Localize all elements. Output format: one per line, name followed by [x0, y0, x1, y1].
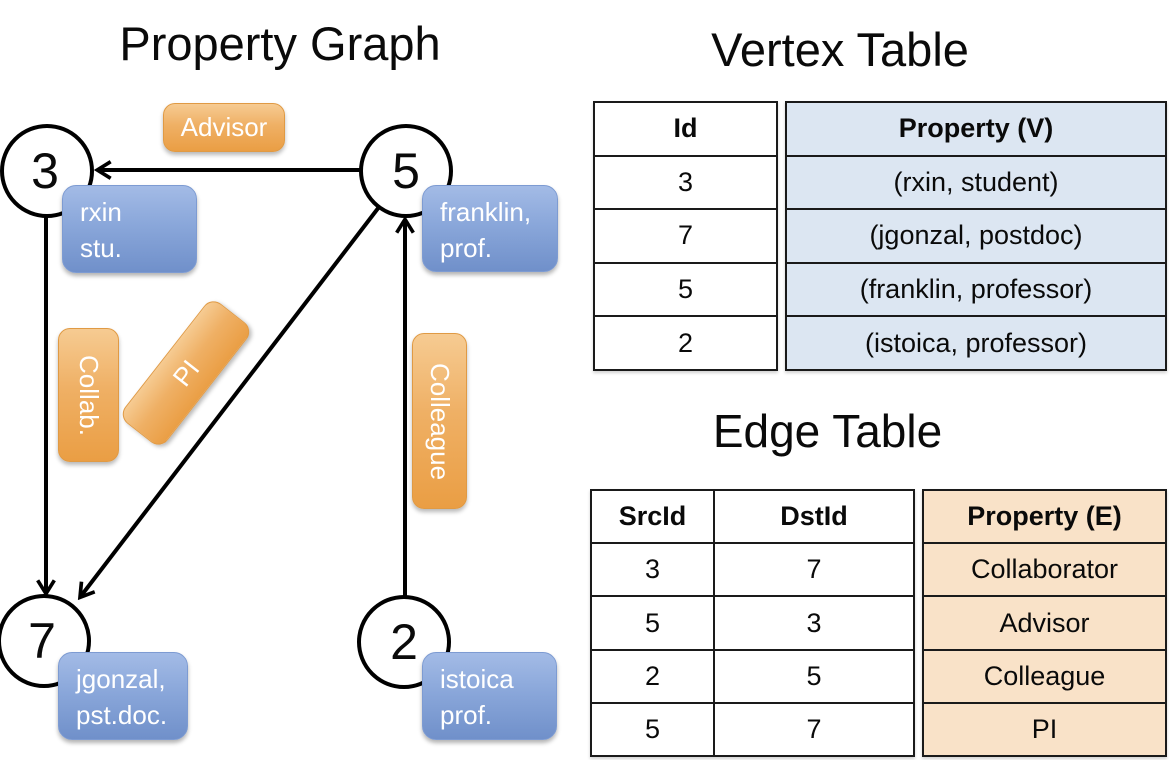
vertex-table-property-cell: (jgonzal, postdoc) [787, 208, 1165, 262]
edge-label-advisor: Advisor [163, 103, 285, 152]
edge-table-src-dst-columns: SrcId DstId 3 7 5 3 2 5 5 7 [590, 489, 915, 757]
edge-table-dst-cell: 5 [713, 650, 913, 702]
edge-label-text: Advisor [180, 112, 268, 142]
vertex-table-id-cell: 5 [595, 261, 776, 316]
edge-table-header-row: SrcId DstId [592, 491, 913, 543]
vertex-table-property-header: Property (V) [787, 103, 1165, 155]
graph-canvas [0, 124, 453, 689]
vertex-property-box-istoica: istoica prof. [422, 652, 557, 740]
vertex-table-id-cell: 7 [595, 208, 776, 262]
vertex-property-line1: jgonzal, [76, 664, 166, 694]
edge-table-title: Edge Table [712, 405, 943, 457]
vertex-id-7: 7 [28, 613, 56, 669]
edge-table-property-cell: Colleague [924, 648, 1165, 702]
edge-table-src-header: SrcId [618, 501, 687, 532]
edge-table-src-cell: 3 [644, 554, 661, 585]
vertex-table-property-cell: (franklin, professor) [787, 261, 1165, 316]
edge-table-property-column: Property (E) Collaborator Advisor Collea… [922, 489, 1167, 757]
edge-table-property-cell: Collaborator [924, 542, 1165, 596]
edge-label-text: Colleague [425, 362, 455, 480]
vertex-table-title: Vertex Table [711, 23, 969, 76]
edge-table-dst-cell: 7 [713, 544, 913, 596]
vertex-property-box-franklin: franklin, prof. [422, 185, 558, 272]
edge-label-collab: Collab. [58, 328, 119, 462]
vertex-property-line1: istoica [440, 664, 514, 694]
vertex-table-id-cell: 3 [595, 154, 776, 209]
edge-table-dst-cell: 7 [713, 703, 913, 756]
vertex-property-line1: franklin, [440, 197, 532, 227]
vertex-property-line1: rxin [80, 197, 122, 227]
vertex-id-2: 2 [390, 614, 418, 670]
vertex-property-line2: stu. [80, 233, 122, 263]
edge-table-row: 3 7 [592, 542, 913, 596]
edge-table-src-cell: 5 [644, 713, 661, 744]
vertex-table-property-column: Property (V) (rxin, student) (jgonzal, p… [785, 101, 1167, 371]
edge-label-colleague: Colleague [412, 333, 467, 509]
edge-table-property-cell: PI [924, 701, 1165, 756]
edge-table-property-header: Property (E) [924, 491, 1165, 543]
edge-label-text: PI [166, 353, 205, 392]
vertex-table-property-cell: (rxin, student) [787, 154, 1165, 209]
edge-table-row: 5 7 [592, 701, 913, 756]
edge-table-row: 2 5 [592, 648, 913, 702]
edge-table-dst-header: DstId [713, 491, 913, 543]
edge-line-pi-5-to-7 [81, 205, 381, 596]
vertex-property-line2: prof. [440, 233, 493, 263]
vertex-table-id-column: Id 3 7 5 2 [593, 101, 778, 371]
edge-table-row: 5 3 [592, 595, 913, 649]
edge-table-src-cell: 5 [644, 607, 661, 638]
vertex-table-id-header: Id [673, 113, 698, 144]
vertex-id-5: 5 [392, 143, 420, 199]
vertex-property-line2: prof. [440, 700, 493, 730]
edge-table-src-cell: 2 [644, 660, 661, 691]
edge-table-dst-cell: 3 [713, 597, 913, 649]
vertex-table-property-cell: (istoica, professor) [787, 315, 1165, 369]
vertex-property-box-rxin: rxin stu. [62, 185, 197, 273]
edge-table-property-cell: Advisor [924, 595, 1165, 649]
edge-label-text: Collab. [74, 354, 104, 436]
property-graph-title: Property Graph [119, 17, 441, 70]
vertex-property-box-jgonzal: jgonzal, pst.doc. [58, 652, 188, 740]
vertex-table-id-cell: 2 [595, 315, 776, 369]
vertex-property-line2: pst.doc. [76, 700, 168, 730]
vertex-id-3: 3 [31, 143, 59, 199]
